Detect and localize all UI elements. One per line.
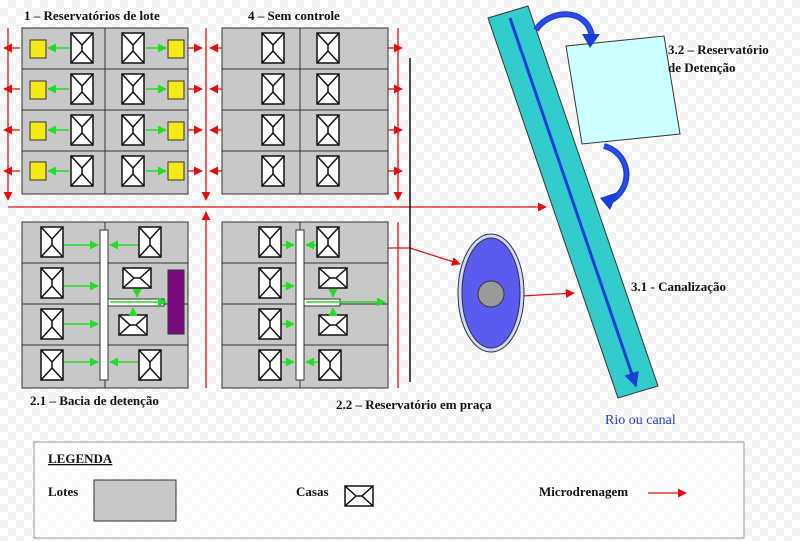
house-icon	[261, 155, 285, 187]
house-icon	[258, 267, 282, 299]
house-icon	[40, 349, 64, 381]
lot-reservoir	[29, 161, 47, 181]
house-icon	[258, 349, 282, 381]
house-icon	[261, 32, 285, 64]
house-icon	[121, 32, 145, 64]
block-2-2-label: 2.2 – Reservatório em praça	[336, 397, 492, 412]
microdrainage-network	[3, 28, 575, 388]
house-icon	[261, 73, 285, 105]
block-2-1-label: 2.1 – Bacia de detenção	[30, 393, 159, 408]
block-4-no-control	[221, 27, 389, 195]
house-icon	[118, 314, 148, 336]
legend-drainage-label: Microdrenagem	[539, 484, 628, 499]
block-1-label: 1 – Reservatórios de lote	[24, 8, 160, 23]
house-icon	[316, 73, 340, 105]
square-pond	[457, 233, 525, 353]
house-icon	[70, 155, 94, 187]
house-icon	[40, 308, 64, 340]
legend-title: LEGENDA	[48, 451, 113, 466]
legend: LEGENDA Lotes Casas Microdrenagem	[33, 441, 745, 539]
reservoir-3-2-label-line1: 3.2 – Reservatório	[668, 42, 769, 57]
house-icon	[316, 32, 340, 64]
canal-3-1-label: 3.1 - Canalização	[631, 279, 726, 294]
legend-lot-swatch	[93, 479, 177, 522]
house-icon	[70, 73, 94, 105]
house-icon	[344, 485, 374, 507]
house-icon	[258, 308, 282, 340]
house-icon	[138, 226, 162, 258]
house-icon	[121, 155, 145, 187]
house-icon	[121, 73, 145, 105]
river-label: Rio ou canal	[605, 413, 676, 428]
house-icon	[316, 155, 340, 187]
house-icon	[121, 114, 145, 146]
flow-arrow	[508, 17, 639, 388]
house-icon	[316, 114, 340, 146]
house-icon	[318, 267, 348, 289]
legend-lots-label: Lotes	[48, 484, 78, 499]
block-1-lot-reservoirs	[21, 27, 189, 195]
lot-reservoir	[29, 39, 47, 59]
lot-reservoir	[29, 121, 47, 141]
house-icon	[316, 226, 340, 258]
house-icon	[138, 349, 162, 381]
legend-houses-label: Casas	[296, 484, 329, 499]
reservoir-3-2-label-line2: de Detenção	[668, 60, 736, 75]
detention-basin	[167, 269, 185, 335]
block-4-label: 4 – Sem controle	[248, 8, 340, 23]
block-2-2-square-reservoir	[221, 221, 389, 389]
house-icon	[70, 32, 94, 64]
house-icon	[122, 267, 152, 289]
house-icon	[40, 226, 64, 258]
lot-reservoir	[167, 80, 185, 100]
detention-reservoir	[565, 35, 681, 145]
house-icon	[261, 114, 285, 146]
block-2-1-detention-basin	[21, 221, 189, 389]
house-icon	[40, 267, 64, 299]
lot-reservoir	[167, 121, 185, 141]
lot-reservoir	[167, 161, 185, 181]
house-icon	[318, 349, 342, 381]
canal	[487, 5, 659, 399]
lot-reservoir	[29, 80, 47, 100]
house-icon	[318, 314, 348, 336]
lot-reservoir	[167, 39, 185, 59]
house-icon	[70, 114, 94, 146]
diversion-arrows	[533, 11, 630, 210]
house-icon	[258, 226, 282, 258]
